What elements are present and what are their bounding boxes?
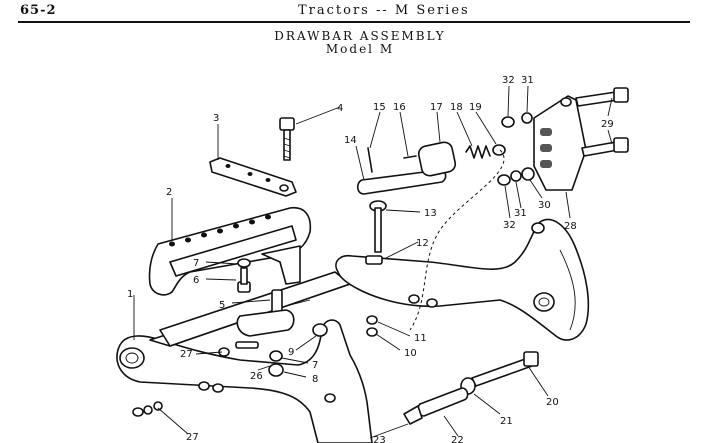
- drawbar-plate: [209, 157, 297, 197]
- callout-19: 19: [469, 102, 482, 113]
- hitch-block: [533, 95, 587, 191]
- callout-12: 12: [416, 238, 429, 249]
- callout-7a: 7: [193, 258, 199, 269]
- callout-26: 26: [250, 371, 263, 382]
- callout-2: 2: [166, 187, 172, 198]
- callout-31a: 31: [521, 75, 534, 86]
- callout-14: 14: [344, 135, 357, 146]
- bolts-29: [575, 87, 629, 157]
- callout-23: 23: [373, 435, 386, 443]
- callout-6: 6: [193, 275, 199, 286]
- lower-pin-assembly: [403, 351, 539, 425]
- callout-8: 8: [312, 374, 318, 385]
- callout-30: 30: [538, 200, 551, 211]
- callout-13: 13: [424, 208, 437, 219]
- right-side-arm: [335, 218, 590, 341]
- callout-9: 9: [288, 347, 294, 358]
- diagram-title: DRAWBAR ASSEMBLY: [274, 29, 446, 43]
- callout-22: 22: [451, 435, 464, 443]
- swinging-drawbar: [148, 207, 312, 296]
- callout-32a: 32: [502, 75, 515, 86]
- callout-21: 21: [500, 416, 513, 427]
- callout-16: 16: [393, 102, 406, 113]
- callout-17: 17: [430, 102, 443, 113]
- callout-11: 11: [414, 333, 427, 344]
- header-rule: [18, 21, 690, 23]
- washer-12: [365, 255, 383, 265]
- callout-27a: 27: [180, 349, 193, 360]
- callout-7b: 7: [312, 360, 318, 371]
- callout-20: 20: [546, 397, 559, 408]
- callout-28: 28: [564, 221, 577, 232]
- callout-3: 3: [213, 113, 219, 124]
- callout-5: 5: [219, 300, 225, 311]
- callout-numbers: 1 2 3 4 5 6 7 7 8 9 10 11 12 13 14 15 16…: [127, 75, 614, 443]
- callout-27b: 27: [186, 432, 199, 443]
- section-title: Tractors -- M Series: [298, 3, 470, 18]
- diagram-subtitle: Model M: [325, 42, 395, 56]
- callout-29: 29: [601, 119, 614, 130]
- small-parts: [132, 258, 378, 417]
- callout-10: 10: [404, 348, 417, 359]
- callout-32b: 32: [503, 220, 516, 231]
- spring-18: [465, 145, 491, 159]
- callout-4: 4: [337, 103, 343, 114]
- page-number: 65-2: [20, 3, 57, 18]
- callout-1: 1: [127, 289, 133, 300]
- drawbar-holes: [169, 214, 271, 247]
- nuts-washers: [497, 112, 535, 186]
- callout-15: 15: [373, 102, 386, 113]
- callout-31b: 31: [514, 208, 527, 219]
- bolt-13: [369, 200, 387, 253]
- pin-assembly: [356, 141, 506, 195]
- leader-lines: [133, 85, 613, 439]
- callout-18: 18: [450, 102, 463, 113]
- bolt-4: [279, 117, 295, 161]
